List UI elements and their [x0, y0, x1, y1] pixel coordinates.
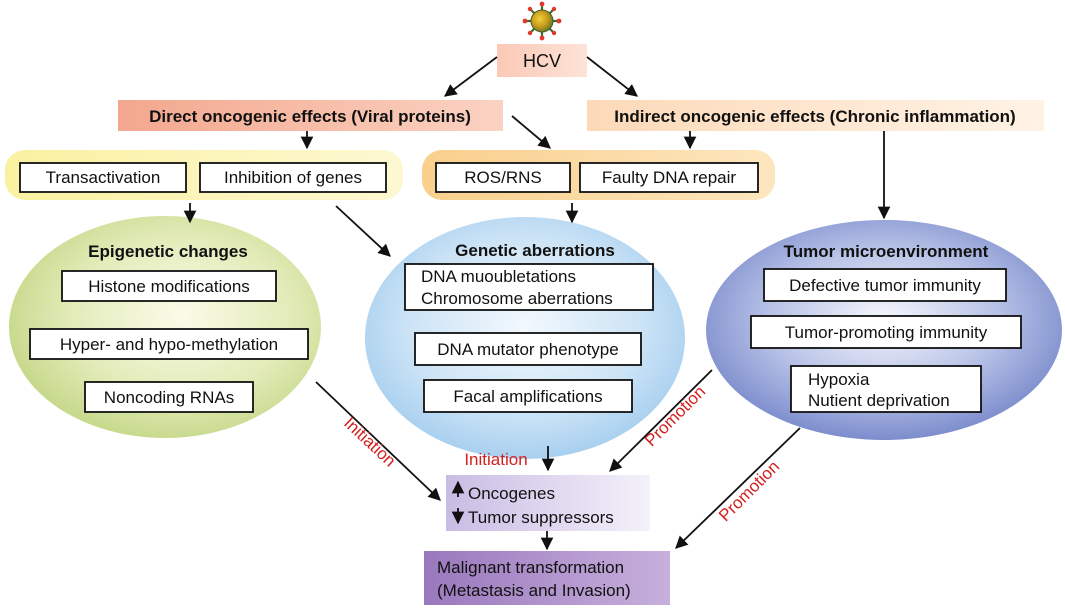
genetic-title: Genetic aberrations — [455, 241, 615, 260]
tumor-microenvironment-ellipse: Tumor microenvironment Defective tumor i… — [706, 220, 1062, 440]
malignant-line2: (Metastasis and Invasion) — [437, 581, 631, 600]
hcv-label: HCV — [523, 51, 561, 71]
malignant-line1: Malignant transformation — [437, 558, 624, 577]
facal-amplifications-label: Facal amplifications — [453, 387, 602, 406]
direct-effects-label: Direct oncogenic effects (Viral proteins… — [149, 107, 471, 126]
tumor-suppressors-label: Tumor suppressors — [468, 508, 614, 527]
epigenetic-changes-ellipse: Epigenetic changes Histone modifications… — [9, 216, 321, 438]
methylation-label: Hyper- and hypo-methylation — [60, 335, 278, 354]
dna-mutations-label: DNA muoubletations — [421, 267, 576, 286]
malignant-transformation-node: Malignant transformation (Metastasis and… — [424, 551, 670, 605]
oncogenes-label: Oncogenes — [468, 484, 555, 503]
faulty-dna-repair-box — [579, 162, 759, 193]
inhibition-box — [199, 162, 387, 193]
ros-rns-box — [435, 162, 571, 193]
tumor-title: Tumor microenvironment — [784, 242, 989, 261]
arrow-inhibition-genetic — [335, 205, 391, 257]
hypoxia-box — [790, 365, 982, 413]
connector-arrows — [183, 56, 891, 551]
initiation-label-left: Initiation — [340, 413, 399, 470]
noncoding-label: Noncoding RNAs — [104, 388, 234, 407]
methylation-box — [29, 328, 309, 360]
direct-effects-node: Direct oncogenic effects (Viral proteins… — [118, 100, 503, 131]
chromosome-aberrations-label: Chromosome aberrations — [421, 289, 613, 308]
defective-immunity-box — [763, 268, 1007, 302]
promoting-immunity-label: Tumor-promoting immunity — [785, 323, 988, 342]
arrow-tumor-malignant — [675, 427, 801, 549]
promotion-label-right: Promotion — [715, 457, 783, 525]
ros-rns-label: ROS/RNS — [464, 168, 541, 187]
arrow-hcv-indirect — [586, 56, 638, 97]
epigenetic-title: Epigenetic changes — [88, 242, 248, 261]
defective-immunity-label: Defective tumor immunity — [789, 276, 981, 295]
hcv-node: HCV — [497, 44, 587, 77]
genetic-aberrations-ellipse: Genetic aberrations DNA muoubletations C… — [365, 217, 685, 459]
mutator-phenotype-label: DNA mutator phenotype — [437, 340, 618, 359]
right-mechanism-group: ROS/RNS Faulty DNA repair — [422, 150, 775, 200]
transactivation-label: Transactivation — [46, 168, 161, 187]
histone-box — [61, 270, 277, 302]
indirect-effects-label: Indirect oncogenic effects (Chronic infl… — [614, 107, 1015, 126]
nutrient-deprivation-label: Nutient deprivation — [808, 391, 950, 410]
indirect-effects-node: Indirect oncogenic effects (Chronic infl… — [587, 100, 1044, 131]
noncoding-box — [84, 381, 254, 413]
virus-icon — [522, 1, 562, 41]
hypoxia-label: Hypoxia — [808, 370, 870, 389]
left-mechanism-group: Transactivation Inhibition of genes — [5, 150, 403, 200]
arrow-epigenetic-oncogenes — [315, 381, 441, 501]
histone-label: Histone modifications — [88, 277, 250, 296]
oncogenes-node: Oncogenes Tumor suppressors — [446, 475, 650, 531]
promoting-immunity-box — [750, 315, 1022, 349]
mutator-phenotype-box — [414, 332, 642, 366]
faulty-dna-repair-label: Faulty DNA repair — [602, 168, 736, 187]
transactivation-box — [19, 162, 187, 193]
initiation-label-center: Initiation — [464, 450, 527, 469]
arrow-direct-rightgroup — [511, 115, 551, 149]
facal-amplifications-box — [423, 379, 633, 413]
arrow-hcv-direct — [443, 56, 498, 97]
inhibition-label: Inhibition of genes — [224, 168, 362, 187]
dna-mutations-box — [404, 263, 654, 311]
arrow-tumor-oncogenes — [609, 369, 713, 472]
